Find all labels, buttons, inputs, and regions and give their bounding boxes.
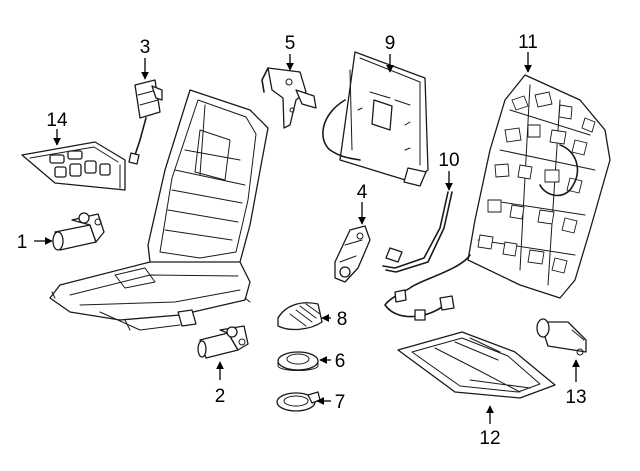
part-9-back-panel [322, 51, 429, 187]
callout-6: 6 [335, 351, 346, 372]
wire-harness [384, 254, 471, 321]
callout-14: 14 [46, 110, 68, 131]
part-6-ring [277, 351, 319, 371]
part-10-cable [382, 191, 453, 273]
part-2-motor [197, 325, 249, 359]
callout-1: 1 [17, 232, 28, 253]
callout-labels: 1 2 3 4 5 6 7 8 9 10 11 12 13 14 [17, 32, 587, 449]
part-12-cushion-tray [397, 331, 556, 399]
callout-2: 2 [215, 386, 226, 407]
part-14-switch-panel [21, 141, 126, 191]
callout-8: 8 [337, 309, 348, 330]
callout-10: 10 [438, 150, 459, 171]
callout-5: 5 [285, 33, 296, 54]
callout-3: 3 [140, 37, 151, 58]
seat-frame [49, 89, 269, 331]
part-13-cylinder [536, 318, 587, 356]
part-1-motor [52, 212, 105, 251]
callout-9: 9 [385, 33, 396, 54]
callout-12: 12 [479, 428, 500, 449]
callout-11: 11 [518, 32, 538, 53]
callout-13: 13 [565, 387, 586, 408]
part-3-actuator [128, 79, 163, 165]
part-11-back-cushion [467, 74, 611, 299]
part-7-clamp [276, 391, 321, 412]
callout-7: 7 [335, 392, 346, 413]
part-4-hinge [334, 225, 371, 283]
callout-4: 4 [357, 182, 368, 203]
part-5-latch [261, 67, 317, 129]
leader-lines [34, 52, 580, 424]
part-8-cover [277, 302, 323, 331]
